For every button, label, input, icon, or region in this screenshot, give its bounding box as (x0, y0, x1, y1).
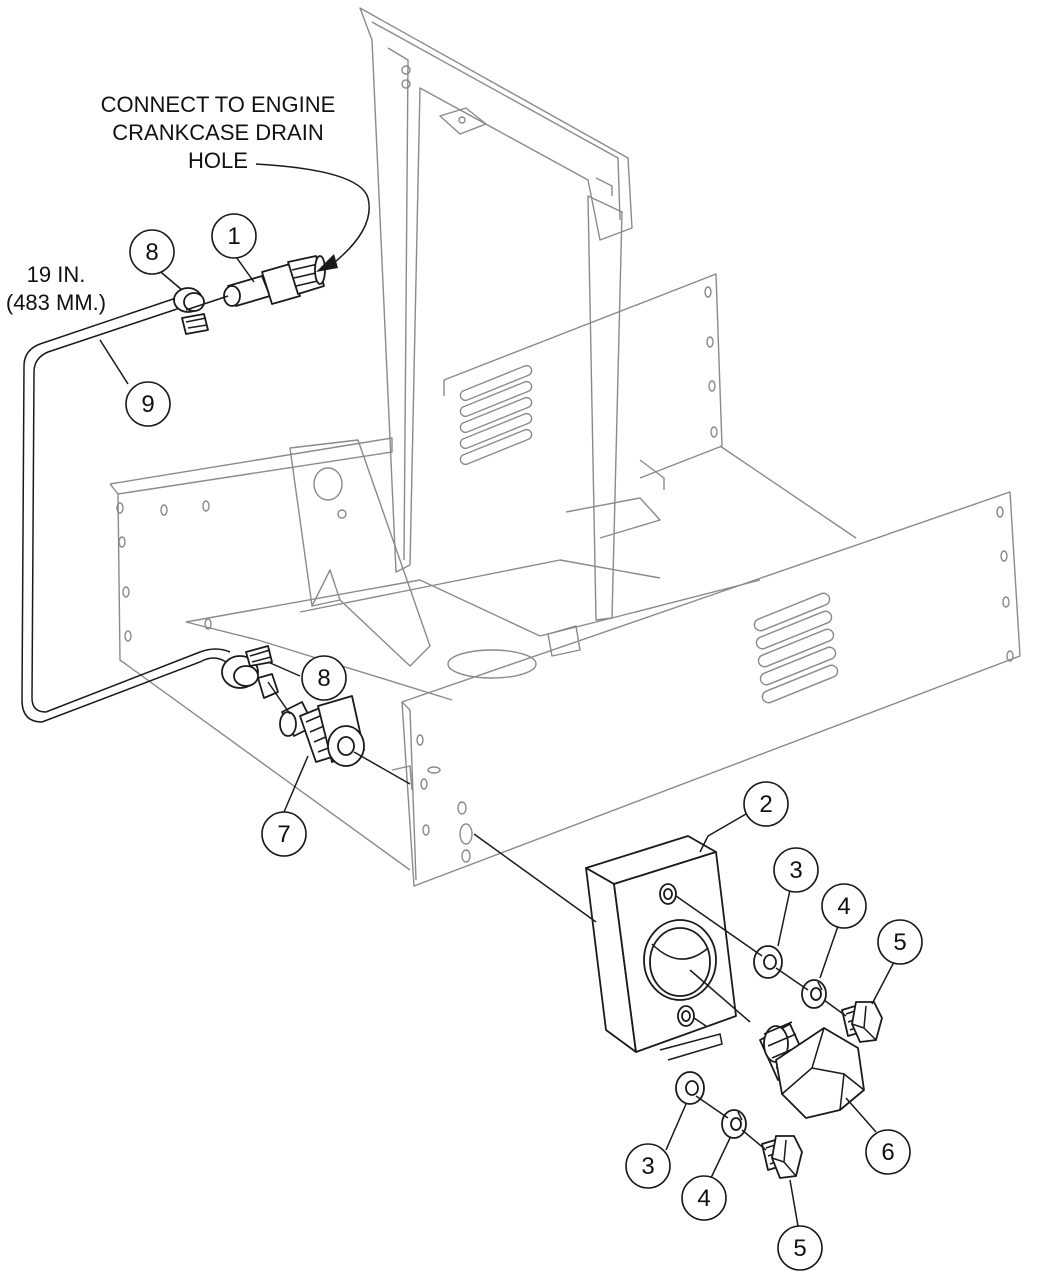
note-line-2: CRANKCASE DRAIN (112, 120, 323, 145)
callout-1: 1 (211, 213, 257, 259)
part-2-adapter-block (585, 835, 737, 1061)
note-line-3: HOLE (188, 148, 248, 173)
callout-5-lower: 5 (777, 1225, 823, 1271)
callout-5-lower-label: 5 (793, 1235, 806, 1262)
callout-9: 9 (125, 381, 171, 427)
callout-8-lower-label: 8 (317, 665, 330, 692)
part-7-fitting (279, 695, 365, 767)
callout-9-label: 9 (141, 391, 154, 418)
note-line-1: CONNECT TO ENGINE (101, 92, 336, 117)
callout-3-upper: 3 (773, 847, 819, 893)
callout-5-upper: 5 (877, 919, 923, 965)
callout-3-lower-label: 3 (641, 1153, 654, 1180)
callout-2: 2 (743, 781, 789, 827)
dimension-line-1: 19 IN. (27, 262, 86, 287)
part-8-clamp-lower (221, 645, 279, 699)
part-5-bolt-lower (761, 1135, 803, 1179)
callout-1-label: 1 (227, 223, 240, 250)
callout-6: 6 (865, 1129, 911, 1175)
dimension-line-2: (483 MM.) (6, 290, 106, 315)
callout-4-upper: 4 (821, 883, 867, 929)
engine-frame (109, 7, 1021, 887)
callout-3-upper-label: 3 (789, 857, 802, 884)
part-9-hose (21, 295, 231, 723)
callout-6-label: 6 (881, 1139, 894, 1166)
callout-4-upper-label: 4 (837, 893, 850, 920)
callout-4-lower: 4 (681, 1175, 727, 1221)
callout-7-label: 7 (277, 821, 290, 848)
part-4-lockwasher-upper (801, 979, 827, 1009)
callout-3-lower: 3 (625, 1143, 671, 1189)
callout-8-upper: 8 (129, 229, 175, 275)
part-1-fitting (223, 255, 326, 307)
part-3-washer-upper (753, 945, 783, 979)
assembly-lines (99, 163, 895, 1227)
callout-4-lower-label: 4 (697, 1185, 710, 1212)
callout-8-upper-label: 8 (145, 239, 158, 266)
callout-7: 7 (261, 811, 307, 857)
part-6-plug (759, 1021, 865, 1119)
part-5-bolt-upper (841, 1001, 883, 1043)
callout-2-label: 2 (759, 791, 772, 818)
callout-8-lower: 8 (301, 655, 347, 701)
part-4-lockwasher-lower (721, 1109, 747, 1139)
part-8-clamp-upper (173, 287, 209, 335)
callout-5-upper-label: 5 (893, 929, 906, 956)
